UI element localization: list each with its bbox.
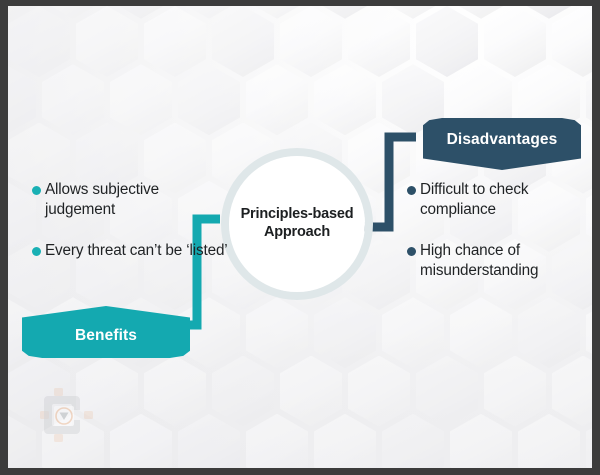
hexagon-tile (586, 297, 592, 369)
hexagon-tile (586, 413, 592, 468)
bullet-text: Difficult to check compliance (420, 181, 529, 218)
hexagon-tile (178, 6, 240, 19)
hexagon-tile (314, 64, 376, 136)
benefits-banner-label: Benefits (75, 327, 137, 344)
hexagon-tile (246, 6, 308, 19)
bullet-text: High chance of misunderstanding (420, 242, 539, 279)
hexagon-tile (450, 6, 512, 19)
hexagon-tile (280, 6, 342, 77)
hexagon-tile (8, 6, 70, 77)
center-label-line1: Principles-based (240, 206, 354, 223)
hexagon-tile (552, 355, 592, 427)
hexagon-tile (246, 64, 308, 136)
hexagon-tile (42, 6, 104, 19)
hexagon-tile (314, 297, 376, 369)
hexagon-tile (314, 6, 376, 19)
benefits-bullet-list: Allows subjective judgement Every threat… (32, 180, 228, 283)
hexagon-tile (110, 413, 172, 468)
center-node: Principles-based Approach (221, 148, 373, 300)
benefits-banner[interactable]: Benefits (22, 306, 190, 358)
hexagon-tile (8, 6, 36, 19)
hexagon-tile (382, 413, 444, 468)
hexagon-tile (8, 64, 36, 136)
hexagon-tile (484, 6, 546, 77)
hexagon-tile (314, 413, 376, 468)
hexagon-tile (42, 64, 104, 136)
hexagon-tile (110, 64, 172, 136)
hexagon-tile (416, 6, 478, 77)
hexagon-tile (144, 355, 206, 427)
center-label-line2: Approach (263, 224, 331, 240)
list-item: High chance of misunderstanding (407, 241, 592, 280)
bullet-text: Allows subjective judgement (45, 181, 159, 218)
disadvantages-banner-label: Disadvantages (446, 130, 558, 148)
hexagon-tile (586, 6, 592, 19)
hexagon-tile (450, 413, 512, 468)
bullet-dot-icon (32, 247, 41, 257)
hexagon-tile (518, 413, 580, 468)
hexagon-tile (382, 6, 444, 19)
hexagon-tile (110, 6, 172, 19)
hexagon-tile (382, 297, 444, 369)
hexagon-tile (348, 355, 410, 427)
hexagon-tile (586, 64, 592, 136)
hexagon-tile (450, 297, 512, 369)
bullet-dot-icon (407, 186, 416, 195)
bullet-text: Every threat can’t be ‘listed’ (45, 242, 228, 260)
hexagon-tile (212, 355, 274, 427)
hexagon-tile (178, 64, 240, 136)
hexagon-tile (212, 6, 274, 77)
hexagon-tile (552, 6, 592, 77)
list-item: Allows subjective judgement (32, 180, 228, 219)
center-node-label: Principles-based Approach (235, 206, 360, 241)
slide-canvas: Principles-based Approach Benefits Disad… (8, 6, 592, 468)
hexagon-tile (416, 355, 478, 427)
hexagon-tile (518, 297, 580, 369)
bullet-dot-icon (32, 186, 41, 195)
list-item: Every threat can’t be ‘listed’ (32, 241, 228, 261)
hexagon-tile (246, 297, 308, 369)
disadvantages-banner[interactable]: Disadvantages (423, 118, 581, 170)
hexagon-tile (518, 6, 580, 19)
hexagon-tile (76, 6, 138, 77)
list-item: Difficult to check compliance (407, 180, 592, 219)
disadvantages-bullet-list: Difficult to check compliance High chanc… (407, 180, 592, 302)
hexagon-tile (348, 6, 410, 77)
hexagon-tile (246, 413, 308, 468)
hexagon-tile (8, 413, 36, 468)
circle-ring-gap (221, 148, 373, 300)
watermark-logo-icon (40, 388, 93, 442)
center-node-face: Principles-based Approach (229, 156, 365, 292)
hexagon-tile (484, 355, 546, 427)
bullet-dot-icon (407, 247, 416, 257)
hexagon-tile (178, 413, 240, 468)
hexagon-tile (280, 355, 342, 427)
hexagon-tile (144, 6, 206, 77)
